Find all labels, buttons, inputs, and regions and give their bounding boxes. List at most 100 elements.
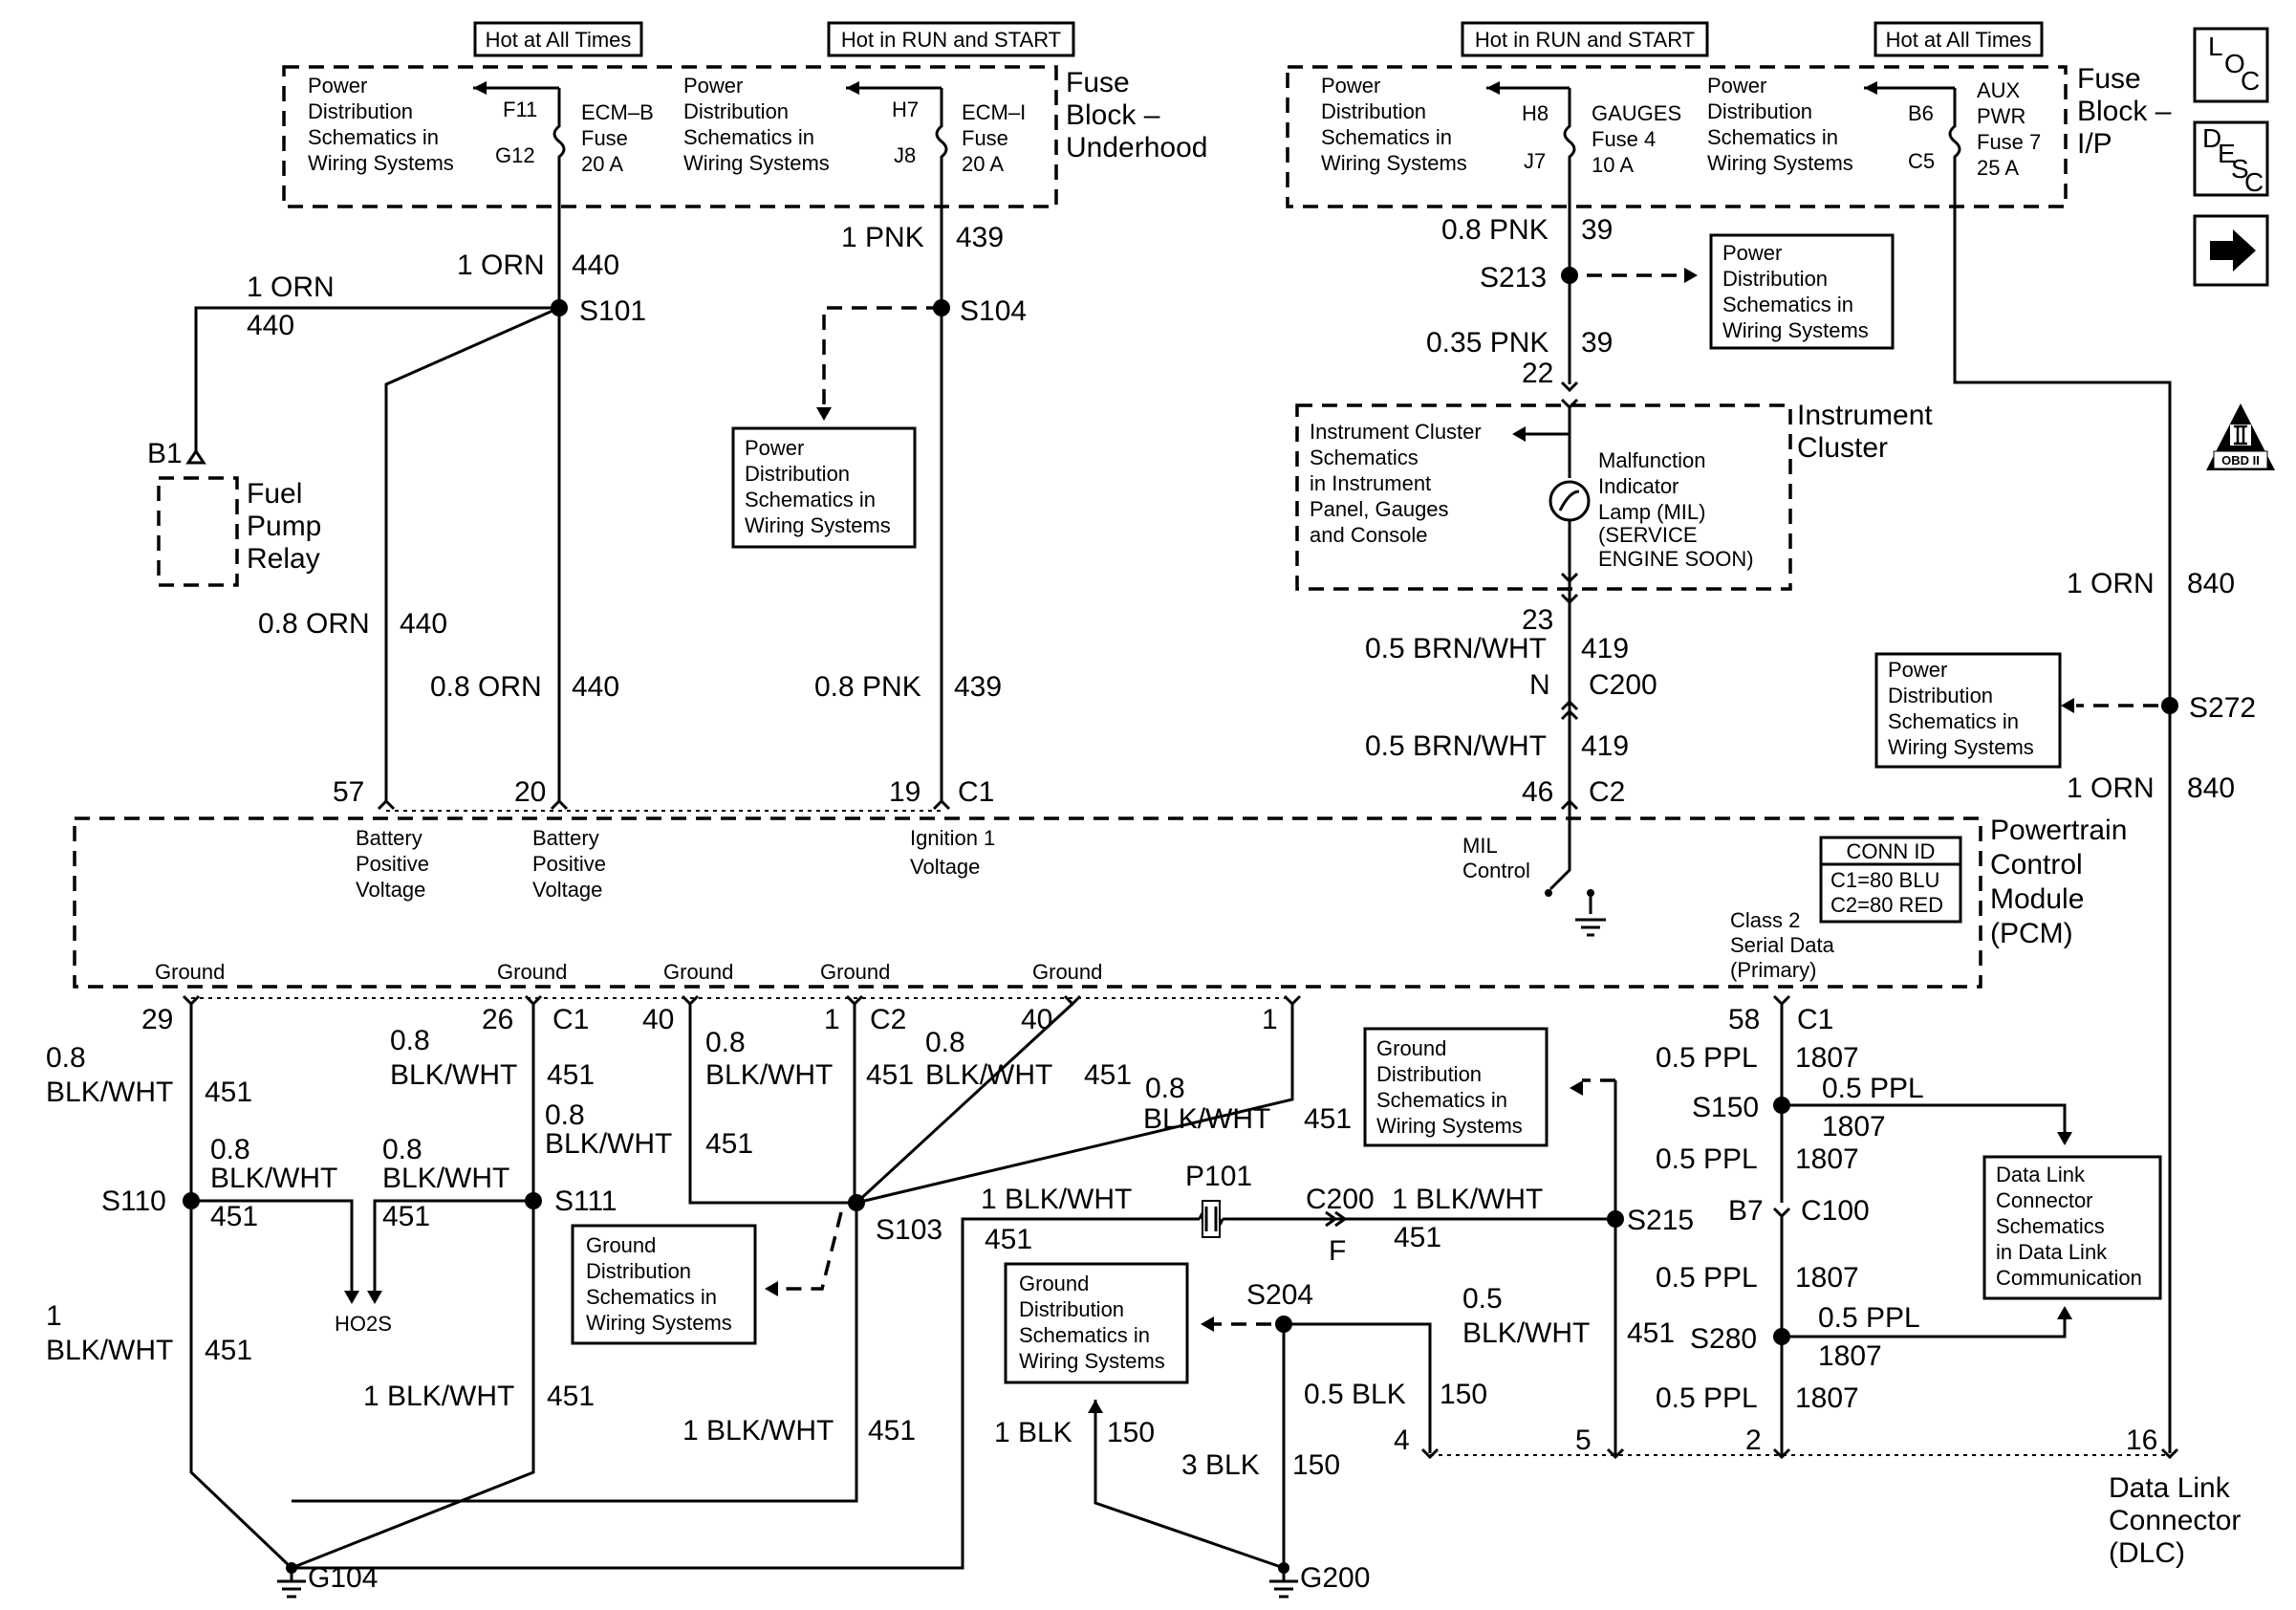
svg-text:C: C: [2244, 167, 2264, 197]
svg-text:0.5 PPL: 0.5 PPL: [1822, 1073, 1924, 1104]
svg-text:1 BLK/WHT: 1 BLK/WHT: [682, 1415, 834, 1447]
svg-text:Fuel: Fuel: [247, 478, 302, 510]
svg-text:Schematics in: Schematics in: [745, 488, 876, 511]
svg-text:0.5 PPL: 0.5 PPL: [1656, 1382, 1758, 1414]
svg-text:BLK/WHT: BLK/WHT: [210, 1163, 337, 1194]
svg-text:1 BLK/WHT: 1 BLK/WHT: [1392, 1184, 1543, 1215]
svg-text:Fuse 7: Fuse 7: [1977, 130, 2041, 154]
svg-text:Voltage: Voltage: [910, 855, 980, 879]
svg-text:O: O: [2224, 49, 2245, 78]
svg-text:20 A: 20 A: [962, 152, 1004, 176]
svg-text:Power: Power: [1321, 74, 1380, 98]
svg-text:0.35 PNK: 0.35 PNK: [1426, 327, 1549, 359]
svg-text:Distribution: Distribution: [683, 99, 789, 123]
svg-text:(SERVICE: (SERVICE: [1598, 523, 1698, 547]
instrument-cluster: Instrument Cluster Instrument Cluster Sc…: [1295, 398, 1933, 591]
svg-text:1 ORN: 1 ORN: [2067, 772, 2155, 804]
svg-text:20: 20: [514, 776, 546, 808]
right-arrow-icon[interactable]: [2193, 214, 2269, 287]
svg-text:Distribution: Distribution: [586, 1259, 691, 1283]
svg-text:0.8: 0.8: [545, 1099, 585, 1131]
hot-label-run-right: Hot in RUN and START: [1461, 21, 1709, 57]
svg-text:451: 451: [547, 1381, 595, 1412]
svg-text:0.5 PPL: 0.5 PPL: [1818, 1302, 1920, 1334]
svg-text:419: 419: [1581, 730, 1629, 762]
loc-icon[interactable]: L O C: [2193, 27, 2269, 103]
svg-text:451: 451: [868, 1415, 916, 1447]
svg-text:S272: S272: [2189, 692, 2256, 724]
svg-text:S213: S213: [1480, 262, 1547, 294]
svg-text:439: 439: [954, 671, 1002, 703]
svg-text:Power: Power: [1888, 658, 1947, 682]
svg-text:0.8: 0.8: [925, 1027, 965, 1058]
svg-text:Wiring Systems: Wiring Systems: [1722, 318, 1869, 342]
svg-text:0.5 PPL: 0.5 PPL: [1656, 1262, 1758, 1294]
svg-text:D: D: [2202, 123, 2221, 153]
svg-text:Ground: Ground: [820, 960, 890, 984]
svg-text:451: 451: [1627, 1317, 1675, 1349]
svg-text:Distribution: Distribution: [1376, 1062, 1482, 1086]
svg-text:Ground: Ground: [586, 1233, 656, 1257]
svg-text:451: 451: [205, 1335, 252, 1366]
svg-text:BLK/WHT: BLK/WHT: [46, 1077, 173, 1108]
svg-text:J7: J7: [1524, 149, 1546, 173]
svg-text:840: 840: [2187, 772, 2235, 804]
svg-text:Power: Power: [1722, 241, 1782, 265]
svg-text:0.5 BRN/WHT: 0.5 BRN/WHT: [1365, 633, 1547, 664]
svg-text:0.8: 0.8: [1145, 1073, 1185, 1104]
svg-text:BLK/WHT: BLK/WHT: [705, 1059, 833, 1091]
svg-text:1: 1: [1262, 1004, 1278, 1035]
svg-text:Schematics in: Schematics in: [1888, 709, 2019, 733]
svg-text:Instrument Cluster: Instrument Cluster: [1310, 420, 1482, 444]
svg-text:AUX: AUX: [1977, 78, 2021, 102]
svg-text:B7: B7: [1728, 1195, 1764, 1227]
svg-text:L: L: [2208, 32, 2223, 61]
fuse-block-ip: Fuse Block – I/P Power Distribution Sche…: [1286, 63, 2172, 208]
svg-text:S111: S111: [554, 1186, 617, 1217]
svg-text:150: 150: [1292, 1449, 1340, 1481]
svg-text:F: F: [1329, 1235, 1346, 1267]
svg-text:in Data Link: in Data Link: [1996, 1240, 2108, 1264]
data-link-wires: 0.5 PPL 1807 S150 0.5 PPL 1807 0.5 PPL 1…: [1394, 1004, 2241, 1569]
desc-icon[interactable]: D E S C: [2193, 120, 2269, 197]
svg-text:451: 451: [382, 1201, 430, 1232]
svg-text:Data Link: Data Link: [1996, 1163, 2086, 1186]
svg-text:C200: C200: [1306, 1184, 1375, 1215]
svg-text:B6: B6: [1908, 101, 1934, 125]
svg-text:Lamp (MIL): Lamp (MIL): [1598, 500, 1705, 524]
svg-text:Block –: Block –: [2077, 96, 2172, 127]
svg-text:Positive: Positive: [532, 852, 606, 876]
svg-text:Distribution: Distribution: [1019, 1297, 1124, 1321]
svg-text:451: 451: [705, 1128, 753, 1160]
svg-text:Schematics in: Schematics in: [1321, 125, 1452, 149]
svg-text:(Primary): (Primary): [1730, 958, 1816, 982]
svg-text:Schematics in: Schematics in: [308, 125, 439, 149]
svg-text:Serial Data: Serial Data: [1730, 933, 1835, 957]
svg-text:Distribution: Distribution: [1888, 684, 1993, 707]
svg-text:Module: Module: [1990, 883, 2084, 915]
svg-text:451: 451: [985, 1224, 1032, 1255]
svg-text:0.8: 0.8: [46, 1042, 86, 1074]
svg-text:1 BLK/WHT: 1 BLK/WHT: [363, 1381, 514, 1412]
svg-text:G12: G12: [495, 143, 535, 167]
svg-text:ECM–B: ECM–B: [581, 100, 654, 124]
svg-text:451: 451: [1394, 1222, 1441, 1253]
svg-text:1: 1: [46, 1300, 62, 1332]
svg-text:1 ORN: 1 ORN: [2067, 568, 2155, 599]
svg-text:Schematics in: Schematics in: [586, 1285, 717, 1309]
svg-text:1: 1: [824, 1004, 840, 1035]
svg-text:S103: S103: [876, 1214, 942, 1246]
svg-text:57: 57: [333, 776, 364, 808]
svg-text:Positive: Positive: [356, 852, 429, 876]
svg-text:23: 23: [1522, 604, 1553, 636]
mil-lamp-icon: [1549, 480, 1591, 522]
svg-text:Pump: Pump: [247, 511, 321, 542]
svg-text:1807: 1807: [1795, 1262, 1859, 1294]
wire-group-s101: 1 ORN 440 1 ORN 440 S101 B1 Fuel Pump Re…: [147, 207, 646, 803]
svg-text:BLK/WHT: BLK/WHT: [390, 1059, 517, 1091]
svg-text:Wiring Systems: Wiring Systems: [308, 151, 454, 175]
wire-group-s213: 0.8 PNK 39 S213 Power Distribution Schem…: [1426, 207, 1895, 393]
svg-text:1807: 1807: [1795, 1042, 1859, 1074]
svg-text:Wiring Systems: Wiring Systems: [683, 151, 830, 175]
